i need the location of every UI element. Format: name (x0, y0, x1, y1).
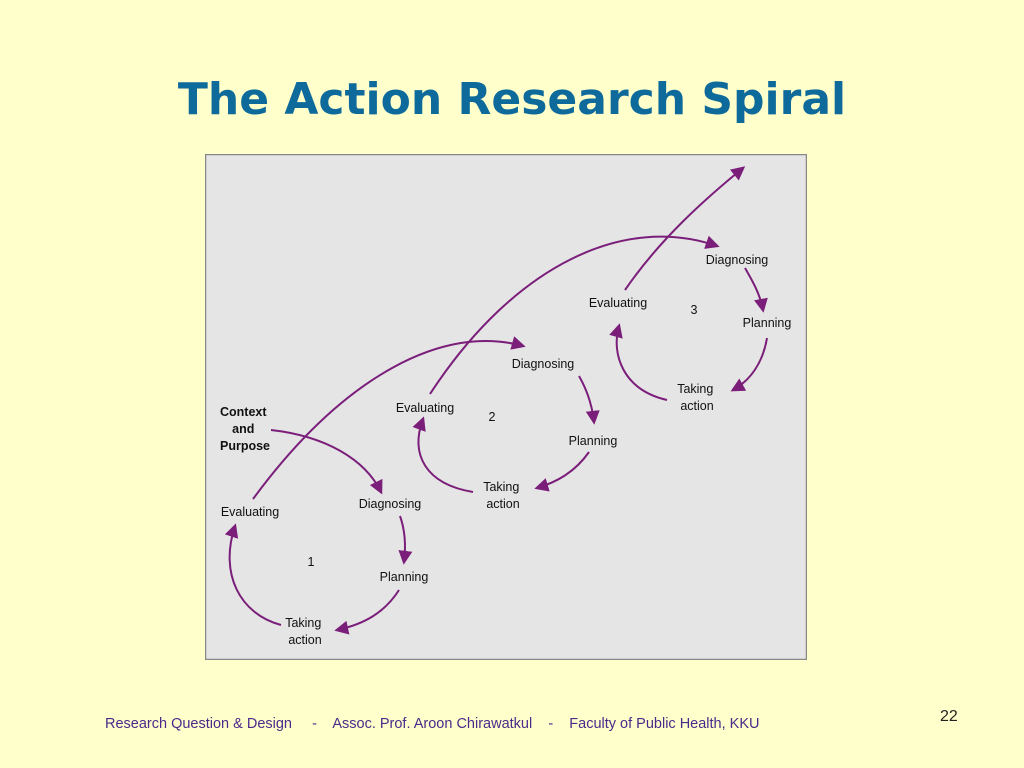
cycle-2-evaluating-label: Evaluating (396, 401, 454, 415)
context-label: Context and Purpose (220, 405, 270, 453)
cycle-3-diagnosing-label: Diagnosing (706, 253, 769, 267)
slide-title: The Action Research Spiral (177, 74, 847, 125)
arrow-diagnosing-to-planning-1 (398, 515, 413, 565)
cycle-1-taking-action-label: Taking action (285, 616, 325, 647)
cycle-1-evaluating-label: Evaluating (221, 505, 279, 519)
footer-separator: - (548, 716, 554, 732)
cycle-1-planning-label: Planning (380, 570, 429, 584)
arrow-diagnosing-to-planning-3 (744, 267, 768, 313)
footer-faculty: Faculty of Public Health, KKU (569, 716, 760, 732)
cycle-3-planning-label: Planning (743, 316, 792, 330)
cycle-2-number: 2 (489, 410, 496, 424)
arrow-taking-action-to-evaluating-3 (609, 323, 668, 401)
arrow-planning-to-taking-action-1 (334, 589, 400, 635)
action-research-spiral-diagram: Context and Purpose Diagnosing Planning … (205, 154, 807, 660)
arrow-evaluating-2-to-diagnosing-3 (429, 235, 720, 395)
footer-author: Assoc. Prof. Aroon Chirawatkul (332, 716, 533, 732)
arrow-context-to-diagnosing-1 (270, 429, 383, 495)
arrow-planning-to-taking-action-2 (534, 451, 590, 492)
spiral-arrows (224, 166, 768, 635)
cycle-2-diagnosing-label: Diagnosing (512, 357, 575, 371)
footer-separator: - (312, 716, 317, 732)
arrow-planning-to-taking-action-3 (730, 337, 768, 392)
arrow-diagnosing-to-planning-2 (578, 375, 600, 425)
page-number: 22 (940, 708, 958, 725)
cycle-1-number: 1 (308, 555, 315, 569)
arrow-taking-action-to-evaluating-1 (224, 523, 282, 626)
cycle-2-taking-action-label: Taking action (483, 480, 523, 511)
arrow-evaluating-3-onward (624, 166, 746, 291)
footer-course: Research Question & Design (105, 716, 292, 732)
cycle-3-evaluating-label: Evaluating (589, 296, 647, 310)
cycle-1-diagnosing-label: Diagnosing (359, 497, 422, 511)
cycle-3-number: 3 (691, 303, 698, 317)
cycle-3-taking-action-label: Taking action (677, 382, 717, 413)
footer: Research Question & Design - Assoc. Prof… (105, 716, 760, 732)
diagram-panel (205, 154, 807, 660)
arrow-taking-action-to-evaluating-2 (412, 416, 474, 493)
cycle-2-planning-label: Planning (569, 434, 618, 448)
arrow-evaluating-1-to-diagnosing-2 (252, 336, 526, 500)
